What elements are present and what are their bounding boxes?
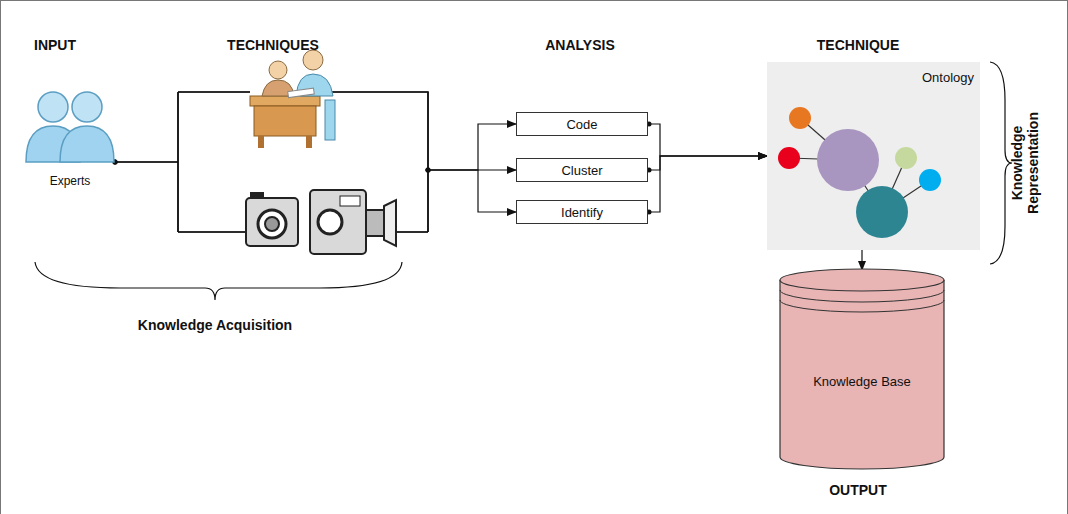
- connector: [648, 156, 767, 212]
- interview-icon: [250, 50, 335, 148]
- process-box: Code: [516, 112, 648, 136]
- heading-label: OUTPUT: [829, 482, 887, 498]
- process-box: Cluster: [516, 158, 648, 182]
- experts-icon: Experts: [15, 82, 125, 192]
- heading-label: INPUT: [34, 37, 76, 53]
- box-label: Cluster: [561, 163, 602, 178]
- cylinder-top: [780, 269, 944, 291]
- heading-label: ANALYSIS: [545, 37, 615, 53]
- node-label: Experts: [15, 174, 125, 188]
- person-body: [60, 126, 114, 162]
- ontology-concept: [789, 107, 811, 129]
- ontology-concept: [895, 147, 917, 169]
- cylinder-shape: [779, 268, 945, 470]
- cylinder-ring: [780, 300, 944, 312]
- box-label: Identify: [561, 205, 603, 220]
- brace: [35, 262, 402, 300]
- cylinder-body: [780, 280, 944, 469]
- ontology-concept: [817, 129, 879, 191]
- cylinder-ring: [780, 290, 944, 302]
- node-label: Knowledge Base: [779, 374, 945, 389]
- camera-icon: [246, 192, 298, 246]
- box-label: Code: [566, 117, 597, 132]
- person-head: [38, 92, 68, 122]
- heading-label: Knowledge Acquisition: [138, 317, 292, 333]
- brace: [990, 62, 1012, 264]
- person-head: [72, 92, 102, 122]
- ontology-concept: [856, 186, 908, 238]
- ontology-concept: [778, 147, 800, 169]
- ontology-panel: Ontology: [767, 62, 980, 250]
- connector: [648, 124, 767, 156]
- database-cylinder: Knowledge Base: [779, 268, 945, 470]
- node-label: Ontology: [922, 70, 974, 85]
- people-icon: [15, 82, 125, 172]
- process-box: Identify: [516, 200, 648, 224]
- ontology-graph: [767, 62, 980, 250]
- ontology-concept: [919, 169, 941, 191]
- connector: [648, 156, 767, 170]
- heading-label: TECHNIQUE: [817, 37, 899, 53]
- connector: [861, 250, 862, 270]
- video-camera-icon: [310, 190, 396, 254]
- rotated-label: Knowledge Representation: [1009, 103, 1041, 223]
- heading-label: TECHNIQUES: [227, 37, 319, 53]
